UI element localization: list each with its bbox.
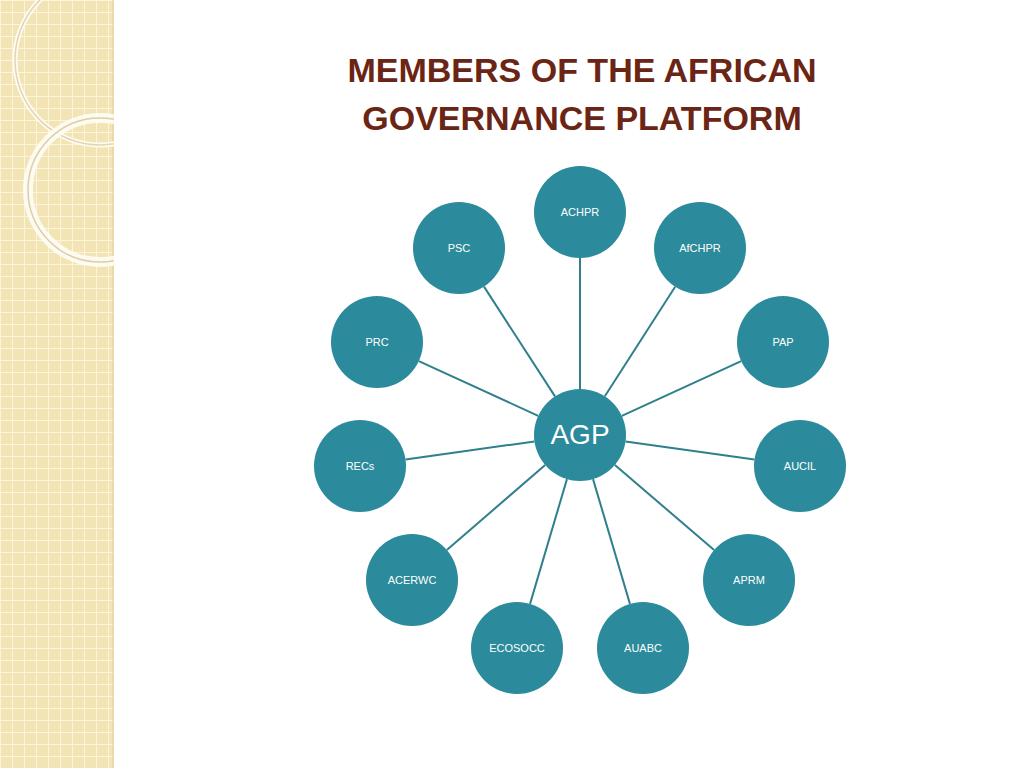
member-label: PSC (448, 242, 471, 254)
spoke-line (419, 361, 538, 416)
member-circle: RECs (314, 420, 406, 512)
hub-label: AGP (550, 419, 609, 451)
member-circle: PSC (413, 202, 505, 294)
member-label: RECs (346, 460, 375, 472)
member-circle: ECOSOCC (471, 602, 563, 694)
member-circle: AUABC (597, 602, 689, 694)
member-label: PRC (365, 336, 388, 348)
deco-ring (28, 118, 114, 262)
member-circle: PAP (737, 296, 829, 388)
spoke-line (605, 287, 675, 397)
member-circle: AfCHPR (654, 202, 746, 294)
spoke-line (615, 465, 714, 550)
spoke-line (579, 258, 581, 389)
member-circle: ACHPR (534, 166, 626, 258)
member-label: PAP (772, 336, 793, 348)
deco-ring (28, 118, 114, 262)
spoke-line (622, 361, 741, 416)
spoke-line (447, 465, 545, 550)
decorative-strip (0, 0, 114, 768)
member-label: AUCIL (784, 460, 816, 472)
member-circle: PRC (331, 296, 423, 388)
member-circle: APRM (703, 534, 795, 626)
hub-circle: AGP (534, 389, 626, 481)
member-label: ACERWC (388, 574, 437, 586)
spoke-line (626, 441, 755, 459)
member-circle: AUCIL (754, 420, 846, 512)
member-label: APRM (733, 574, 765, 586)
spoke-line (593, 479, 630, 604)
spoke-line (530, 479, 567, 604)
spoke-line (406, 441, 535, 459)
spoke-line (484, 287, 555, 397)
member-circle: ACERWC (366, 534, 458, 626)
member-label: AUABC (624, 642, 662, 654)
member-label: ACHPR (561, 206, 600, 218)
slide-title: MEMBERS OF THE AFRICAN GOVERNANCE PLATFO… (282, 46, 882, 142)
member-label: ECOSOCC (489, 642, 545, 654)
member-label: AfCHPR (679, 242, 721, 254)
